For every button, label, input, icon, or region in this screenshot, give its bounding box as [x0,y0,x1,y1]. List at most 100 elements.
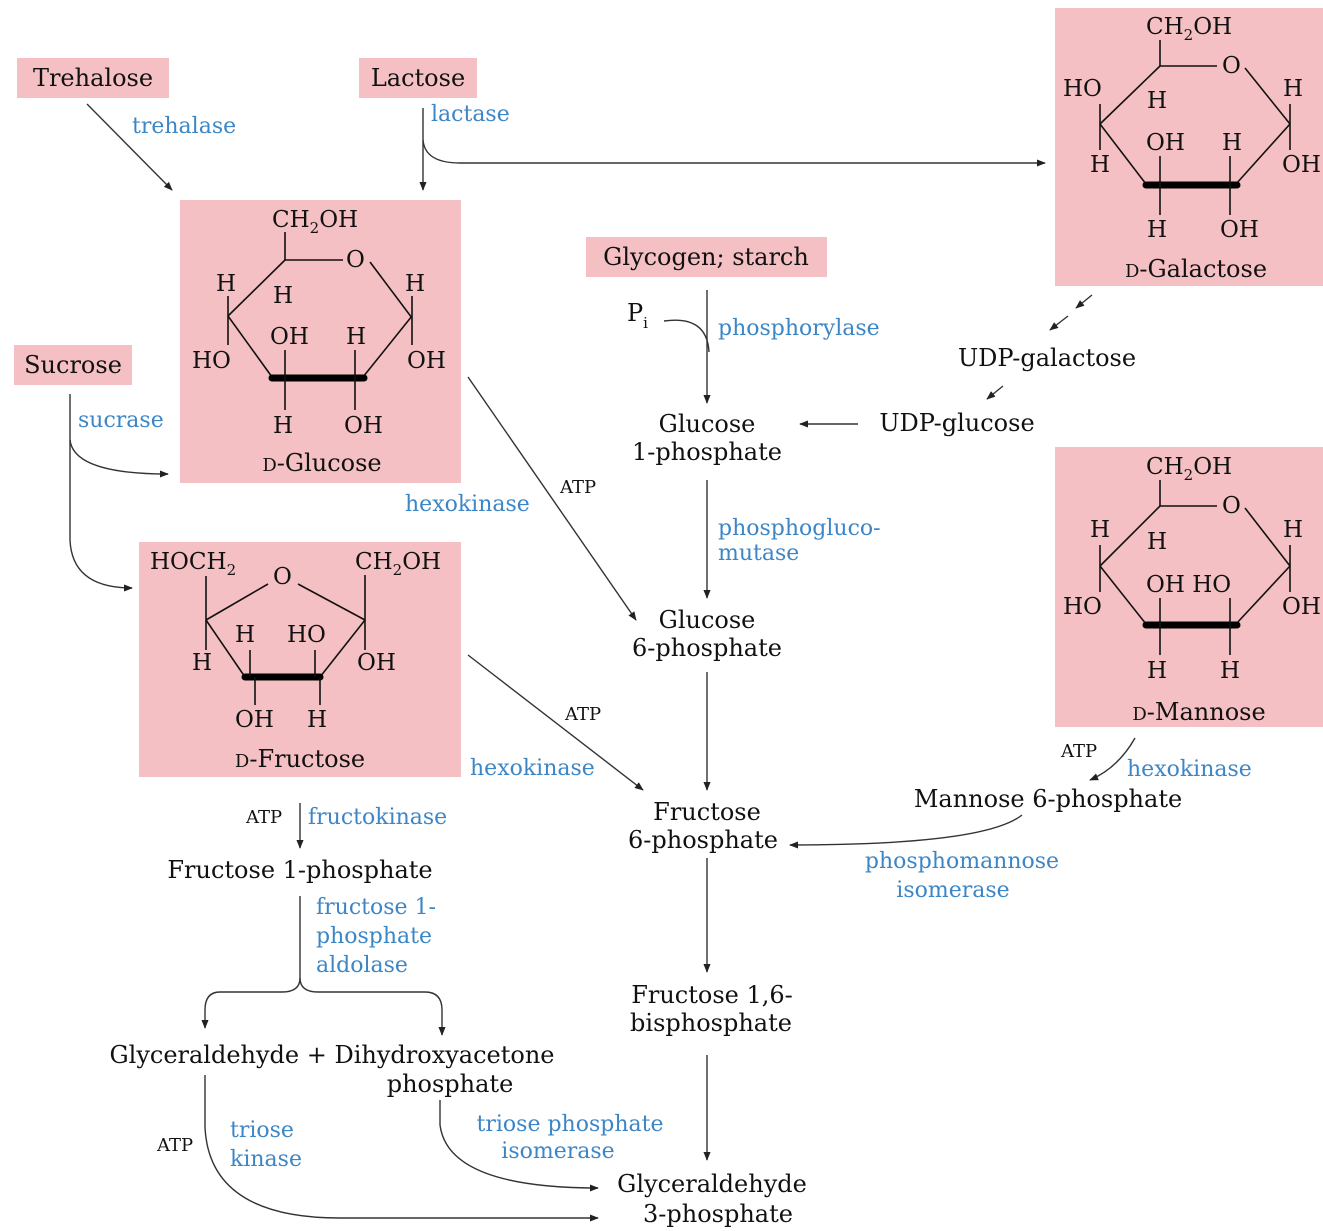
svg-text:H: H [346,324,366,350]
svg-text:OH: OH [1282,152,1321,178]
udp-galactose-label: UDP-galactose [958,344,1136,372]
sucrose-label: Sucrose [24,351,122,379]
glucose-1-phosphate-line1: Glucose [659,410,756,438]
svg-text:OH: OH [1220,217,1259,243]
svg-text:HO: HO [1063,594,1102,620]
glycogen-starch-box: Glycogen; starch [586,237,827,277]
glyceraldehyde-dhap-line2: phosphate [387,1070,514,1098]
svg-text:H: H [1090,152,1110,178]
sucrose-box: Sucrose [14,345,132,385]
svg-text:H: H [405,271,425,297]
trehalose-box: Trehalose [17,58,169,98]
svg-text:OH: OH [407,348,446,374]
svg-text:OH: OH [1146,130,1185,156]
lactose-label: Lactose [371,64,465,92]
enzyme-phosphomannose-isomerase-line2: isomerase [896,878,1009,903]
enzyme-aldolase-line1: fructose 1- [316,895,436,920]
mannose-6-phosphate-label: Mannose 6-phosphate [914,785,1182,813]
glyceraldehyde-3-phosphate-line2: 3-phosphate [643,1200,793,1228]
svg-text:H: H [1283,517,1303,543]
svg-text:OH: OH [344,413,383,439]
d-fructose-structure: HOCH2 CH2OH O H HO H OH OH H D-Fructose [139,542,461,777]
enzyme-hexokinase-mannose: hexokinase [1127,757,1252,782]
svg-text:HO: HO [1063,76,1102,102]
d-mannose-structure: CH2OH O H H H OH HO HO OH H H D-Mannose [1055,447,1323,727]
svg-text:H: H [1147,217,1167,243]
enzyme-aldolase-line3: aldolase [316,953,408,978]
d-mannose-label: D-Mannose [1132,698,1265,726]
enzyme-tpi-line2: isomerase [501,1139,614,1164]
svg-text:OH HO: OH HO [1146,572,1231,598]
enzyme-phosphoglucomutase-line2: mutase [718,541,799,566]
d-galactose-structure: CH2OH O HO H H OH H H OH H OH D-Galactos… [1055,8,1323,286]
svg-text:H: H [1147,658,1167,684]
svg-text:HO: HO [287,622,326,648]
d-glucose-label: D-Glucose [262,449,381,477]
enzyme-triose-kinase-line2: kinase [230,1147,302,1172]
svg-text:OH: OH [1282,594,1321,620]
svg-text:H: H [273,413,293,439]
enzyme-phosphoglucomutase-line1: phosphogluco- [718,516,881,541]
svg-text:H: H [1222,130,1242,156]
glucose-1-phosphate-line2: 1-phosphate [632,438,782,466]
svg-text:H: H [1147,529,1167,555]
pi-label: Pi [627,299,648,332]
svg-text:CH2OH: CH2OH [355,549,441,579]
d-fructose-label: D-Fructose [235,745,365,773]
lactose-box: Lactose [359,58,477,98]
svg-text:CH2OH: CH2OH [1146,14,1232,44]
fructose-16-bisphosphate-line2: bisphosphate [630,1009,792,1037]
atp-label-triose: ATP [156,1135,193,1156]
atp-label-glucose: ATP [559,477,596,498]
atp-label-fructokinase: ATP [245,807,282,828]
fructose-1-phosphate-label: Fructose 1-phosphate [167,856,432,884]
atp-label-fructose: ATP [564,704,601,725]
svg-text:H: H [192,650,212,676]
glucose-6-phosphate-line2: 6-phosphate [632,634,782,662]
svg-text:O: O [1222,493,1241,519]
enzyme-hexokinase-fructose: hexokinase [470,756,595,781]
enzyme-sucrase: sucrase [78,408,164,433]
d-glucose-structure: CH2OH O H H H OH H HO OH H OH D-Glucose [180,200,461,483]
svg-text:CH2OH: CH2OH [272,207,358,237]
svg-text:HOCH2: HOCH2 [150,549,236,579]
svg-text:OH: OH [270,324,309,350]
svg-text:H: H [307,707,327,733]
glycogen-starch-label: Glycogen; starch [603,243,809,271]
svg-text:H: H [1090,517,1110,543]
enzyme-trehalase: trehalase [132,114,236,139]
enzyme-phosphomannose-isomerase-line1: phosphomannose [865,849,1059,874]
glucose-6-phosphate-line1: Glucose [659,606,756,634]
svg-text:H: H [1220,658,1240,684]
enzyme-hexokinase-glucose: hexokinase [405,492,530,517]
svg-text:O: O [1222,53,1241,79]
svg-text:CH2OH: CH2OH [1146,454,1232,484]
svg-text:HO: HO [192,348,231,374]
enzyme-triose-kinase-line1: triose [230,1118,294,1143]
svg-text:OH: OH [235,707,274,733]
svg-text:H: H [216,271,236,297]
d-galactose-label: D-Galactose [1125,255,1267,283]
enzyme-aldolase-line2: phosphate [316,924,432,949]
enzyme-fructokinase: fructokinase [308,805,447,830]
fructose-16-bisphosphate-line1: Fructose 1,6- [631,981,793,1009]
fructose-6-phosphate-line1: Fructose [653,798,761,826]
svg-text:H: H [273,283,293,309]
svg-text:O: O [346,247,365,273]
glyceraldehyde-3-phosphate-line1: Glyceraldehyde [617,1170,807,1198]
enzyme-phosphorylase: phosphorylase [718,316,880,341]
trehalose-label: Trehalose [33,64,153,92]
svg-text:OH: OH [357,650,396,676]
svg-text:H: H [235,622,255,648]
enzyme-tpi-line1: triose phosphate [477,1112,664,1137]
enzyme-lactase: lactase [431,102,510,127]
atp-label-mannose: ATP [1060,741,1097,762]
svg-text:H: H [1283,76,1303,102]
svg-text:H: H [1147,88,1167,114]
svg-text:O: O [273,564,292,590]
fructose-6-phosphate-line2: 6-phosphate [628,826,778,854]
arrows [69,103,1136,1222]
glyceraldehyde-dhap-line1: Glyceraldehyde + Dihydroxyacetone [109,1041,554,1069]
udp-glucose-label: UDP-glucose [879,409,1034,437]
